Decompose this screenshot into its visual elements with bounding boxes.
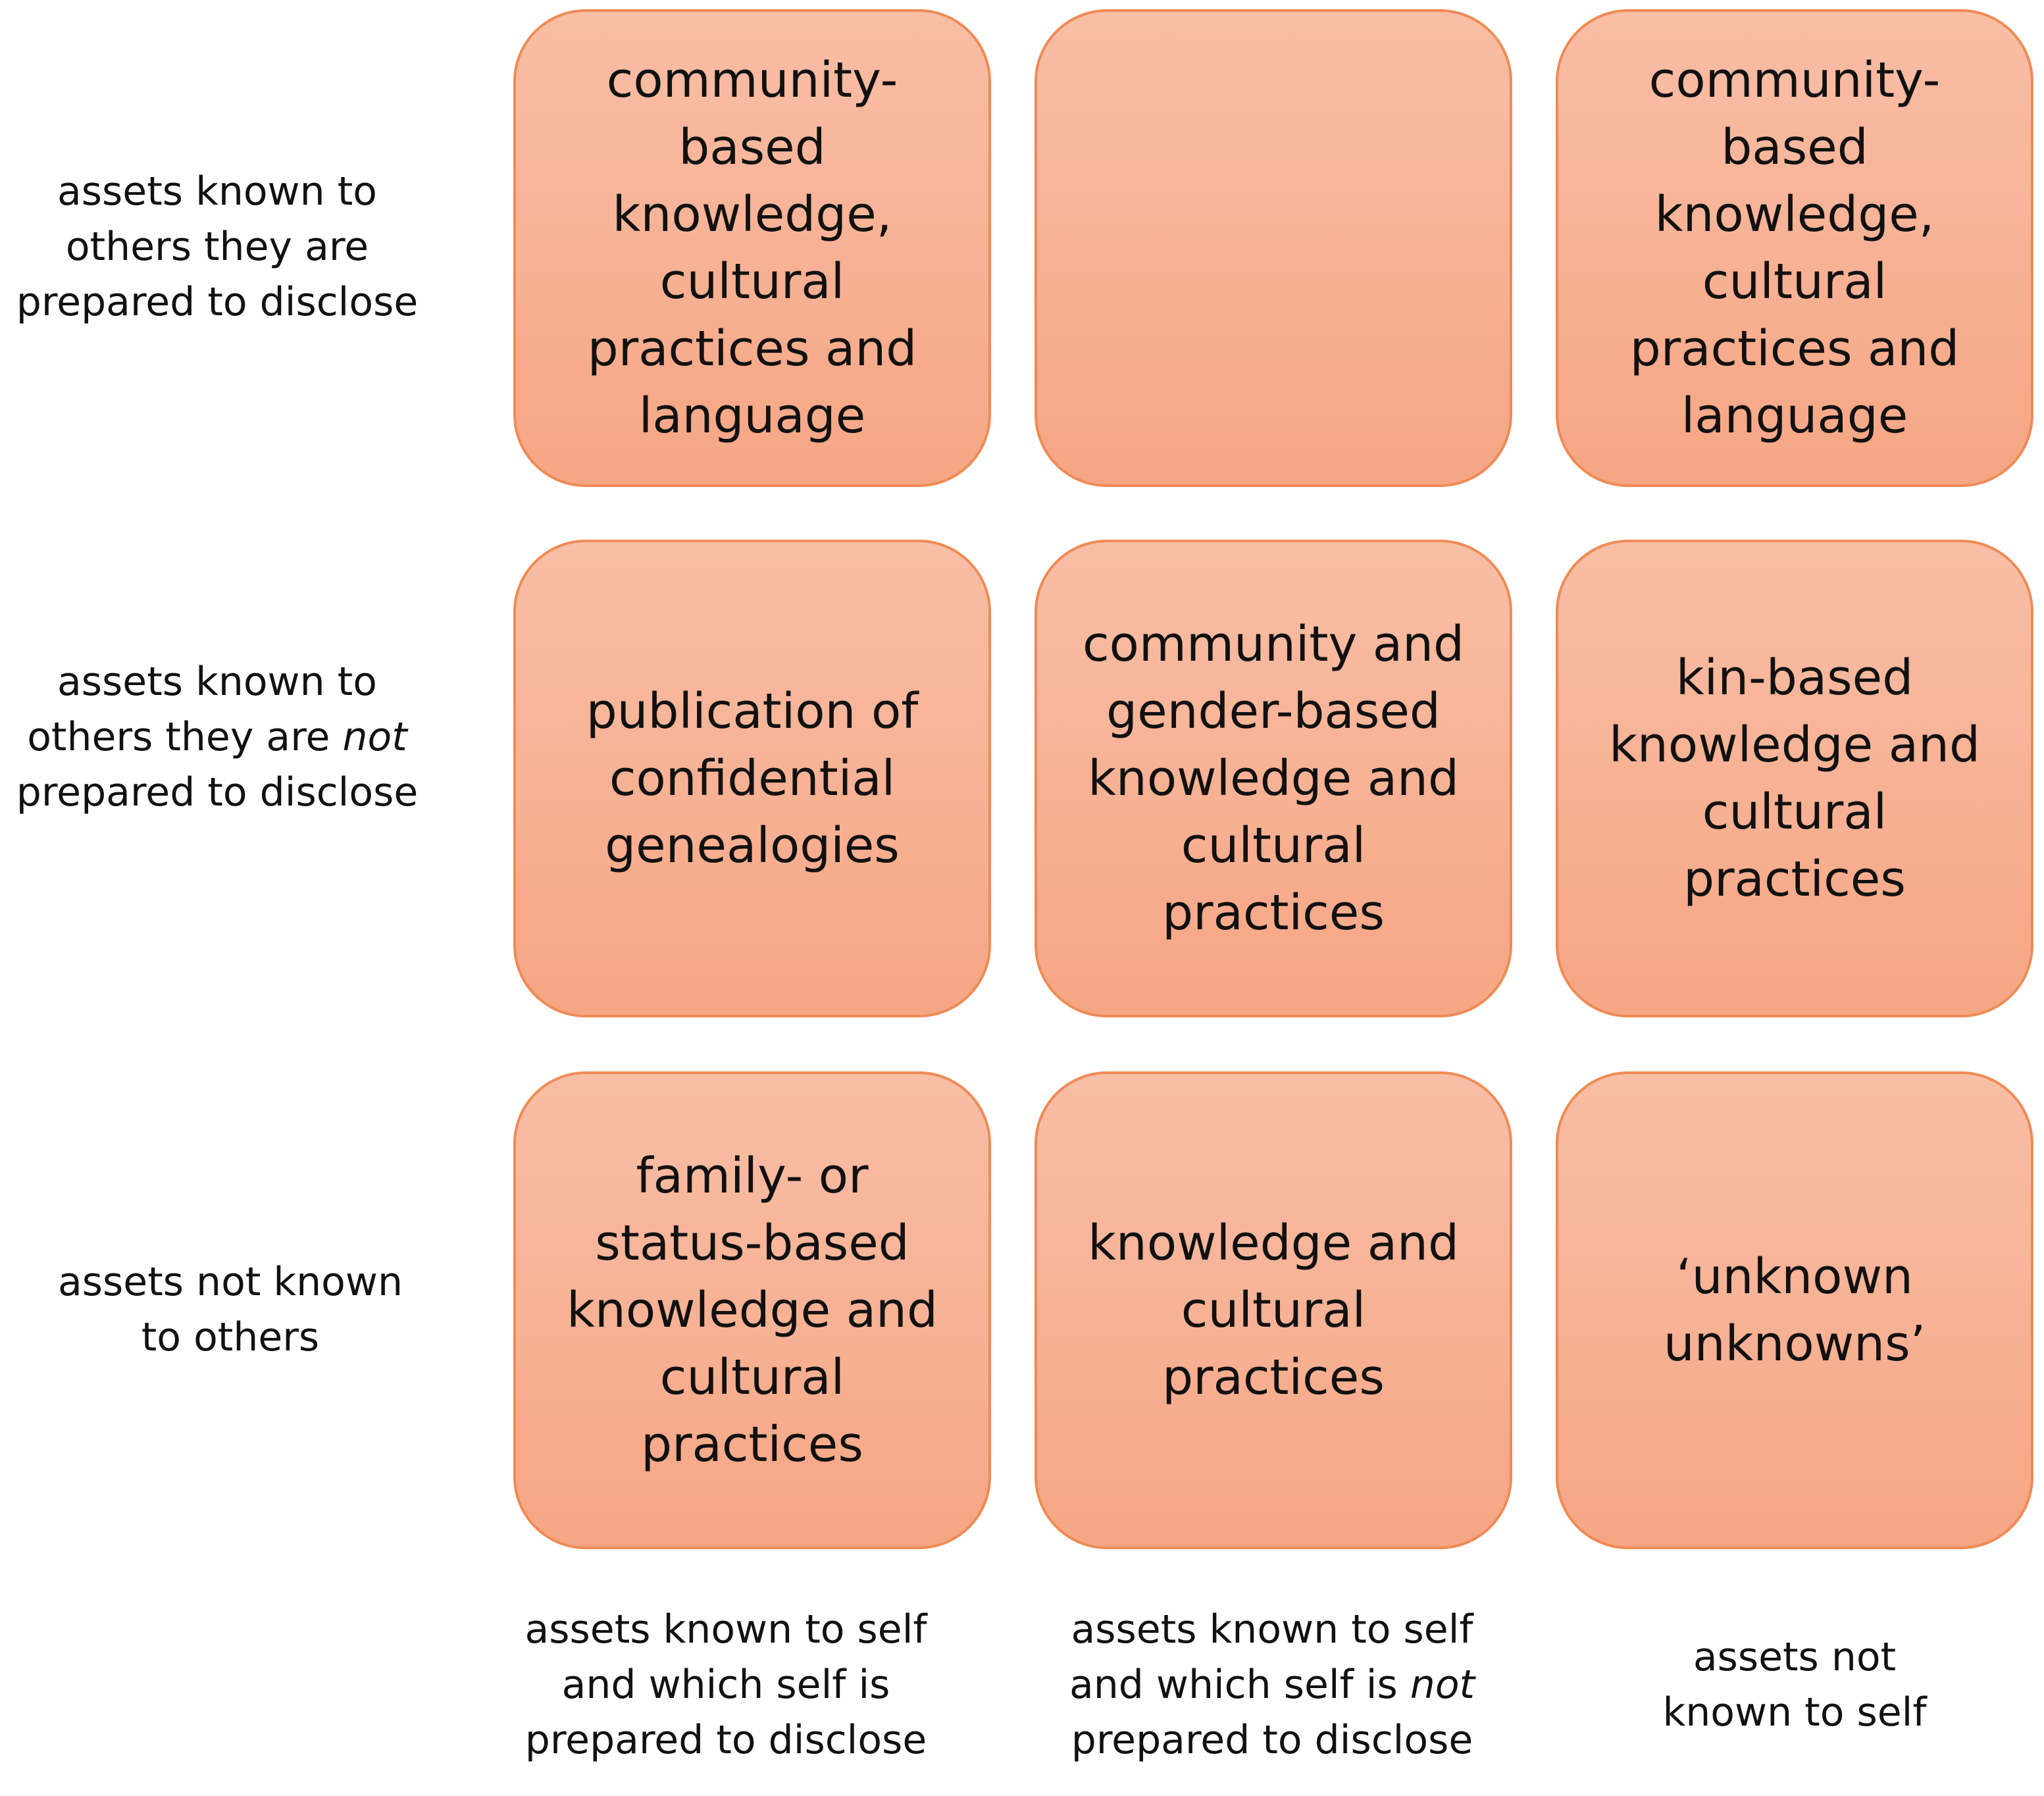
- label-line: assets known to: [57, 659, 377, 705]
- label-line: and which self is not: [1069, 1662, 1475, 1708]
- row-label-3: assets not known to others: [20, 1224, 441, 1395]
- label-line: others they are not: [27, 714, 407, 760]
- cell-text: community-based knowledge, cultural practic…: [548, 47, 956, 449]
- label-text: assets known to self and which self is pre…: [525, 1602, 927, 1768]
- label-line: to others: [141, 1314, 320, 1360]
- label-line: assets known to self: [524, 1606, 927, 1653]
- cell-line: knowledge,: [612, 186, 892, 243]
- cell-text: family- or status-based knowledge and cultu…: [548, 1142, 956, 1478]
- cell-line: practices and: [1629, 321, 1960, 377]
- cell-r1-c1: community-based knowledge, cultural practic…: [513, 9, 991, 487]
- row-label-2: assets known to others they are not prepar…: [7, 652, 428, 823]
- label-line: assets not: [1693, 1634, 1897, 1680]
- cell-r1-c2: [1035, 9, 1512, 487]
- cell-line: practices and: [587, 321, 917, 377]
- cell-line: knowledge and: [1609, 717, 1980, 773]
- cell-line: status-based: [595, 1215, 909, 1271]
- cell-r3-c1: family- or status-based knowledge and cultu…: [513, 1071, 991, 1549]
- cell-line: language: [1681, 388, 1908, 444]
- cell-text: knowledge and cultural practices: [1069, 1210, 1477, 1411]
- cell-line: community-: [606, 52, 898, 109]
- cell-line: based: [1721, 119, 1868, 176]
- cell-line: ‘unknown: [1676, 1248, 1913, 1305]
- row-label-1: assets known to others they are prepared t…: [7, 161, 428, 332]
- label-text: assets known to others they are not prepar…: [16, 654, 419, 820]
- emphasis: not: [1410, 1662, 1475, 1708]
- cell-line: community and: [1082, 616, 1465, 673]
- column-label-3: assets not known to self: [1554, 1599, 2035, 1770]
- cell-text: community-based knowledge, cultural practic…: [1591, 47, 1999, 449]
- cell-line: community-: [1648, 52, 1941, 109]
- cell-r2-c1: publication of confidential genealogies: [513, 540, 991, 1017]
- cell-line: publication of: [586, 683, 919, 740]
- label-line: prepared to disclose: [1071, 1717, 1473, 1763]
- cell-line: cultural: [1181, 817, 1366, 874]
- cell-r2-c2: community and gender-based knowledge and cu…: [1035, 540, 1512, 1017]
- column-label-1: assets known to self and which self is pre…: [486, 1599, 966, 1770]
- cell-r1-c3: community-based knowledge, cultural practic…: [1556, 9, 2033, 487]
- cell-text: community and gender-based knowledge and cu…: [1069, 611, 1477, 946]
- label-line: prepared to disclose: [16, 769, 419, 815]
- cell-line: cultural: [1181, 1282, 1366, 1339]
- cell-line: kin-based: [1675, 650, 1914, 706]
- cell-line: cultural: [659, 253, 845, 310]
- cell-line: based: [678, 119, 826, 176]
- column-label-2: assets known to self and which self is no…: [1032, 1599, 1512, 1770]
- cell-line: knowledge and: [1088, 750, 1459, 807]
- label-line: assets known to self: [1071, 1606, 1473, 1653]
- cell-line: unknowns’: [1663, 1316, 1926, 1372]
- emphasis: not: [342, 714, 407, 760]
- cell-r3-c2: knowledge and cultural practices: [1035, 1071, 1512, 1549]
- cell-line: knowledge,: [1654, 186, 1935, 243]
- cell-line: language: [638, 388, 866, 444]
- label-line: assets not known: [58, 1259, 403, 1305]
- label-line: and which self is: [561, 1662, 890, 1708]
- label-text: assets known to others they are prepared t…: [16, 164, 419, 330]
- label-text: assets known to self and which self is no…: [1069, 1602, 1475, 1768]
- cell-line: cultural: [1702, 253, 1887, 310]
- cell-line: practices: [641, 1416, 863, 1473]
- cell-line: knowledge and: [1088, 1215, 1459, 1271]
- cell-text: ‘unknown unknowns’: [1591, 1243, 1999, 1377]
- cell-line: confidential: [609, 750, 896, 807]
- cell-line: practices: [1162, 1349, 1385, 1406]
- cell-line: practices: [1683, 851, 1906, 908]
- cell-line: family- or: [636, 1148, 869, 1204]
- cell-line: genealogies: [605, 817, 900, 874]
- cell-line: cultural: [659, 1349, 845, 1406]
- cell-text: kin-based knowledge and cultural practices: [1591, 644, 1999, 913]
- label-line: others they are: [65, 224, 369, 270]
- label-text: assets not known to self: [1663, 1629, 1927, 1740]
- cell-text: publication of confidential genealogies: [548, 678, 956, 879]
- cell-r2-c3: kin-based knowledge and cultural practices: [1556, 540, 2033, 1017]
- label-line: prepared to disclose: [524, 1717, 927, 1763]
- label-text: assets not known to others: [58, 1254, 403, 1365]
- cell-line: gender-based: [1106, 683, 1441, 740]
- cell-line: knowledge and: [567, 1282, 938, 1339]
- label-line: known to self: [1662, 1689, 1927, 1735]
- cell-line: practices: [1162, 885, 1385, 941]
- label-line: prepared to disclose: [16, 279, 419, 325]
- cell-line: cultural: [1702, 784, 1887, 840]
- cell-r3-c3: ‘unknown unknowns’: [1556, 1071, 2033, 1549]
- label-line: assets known to: [57, 168, 377, 215]
